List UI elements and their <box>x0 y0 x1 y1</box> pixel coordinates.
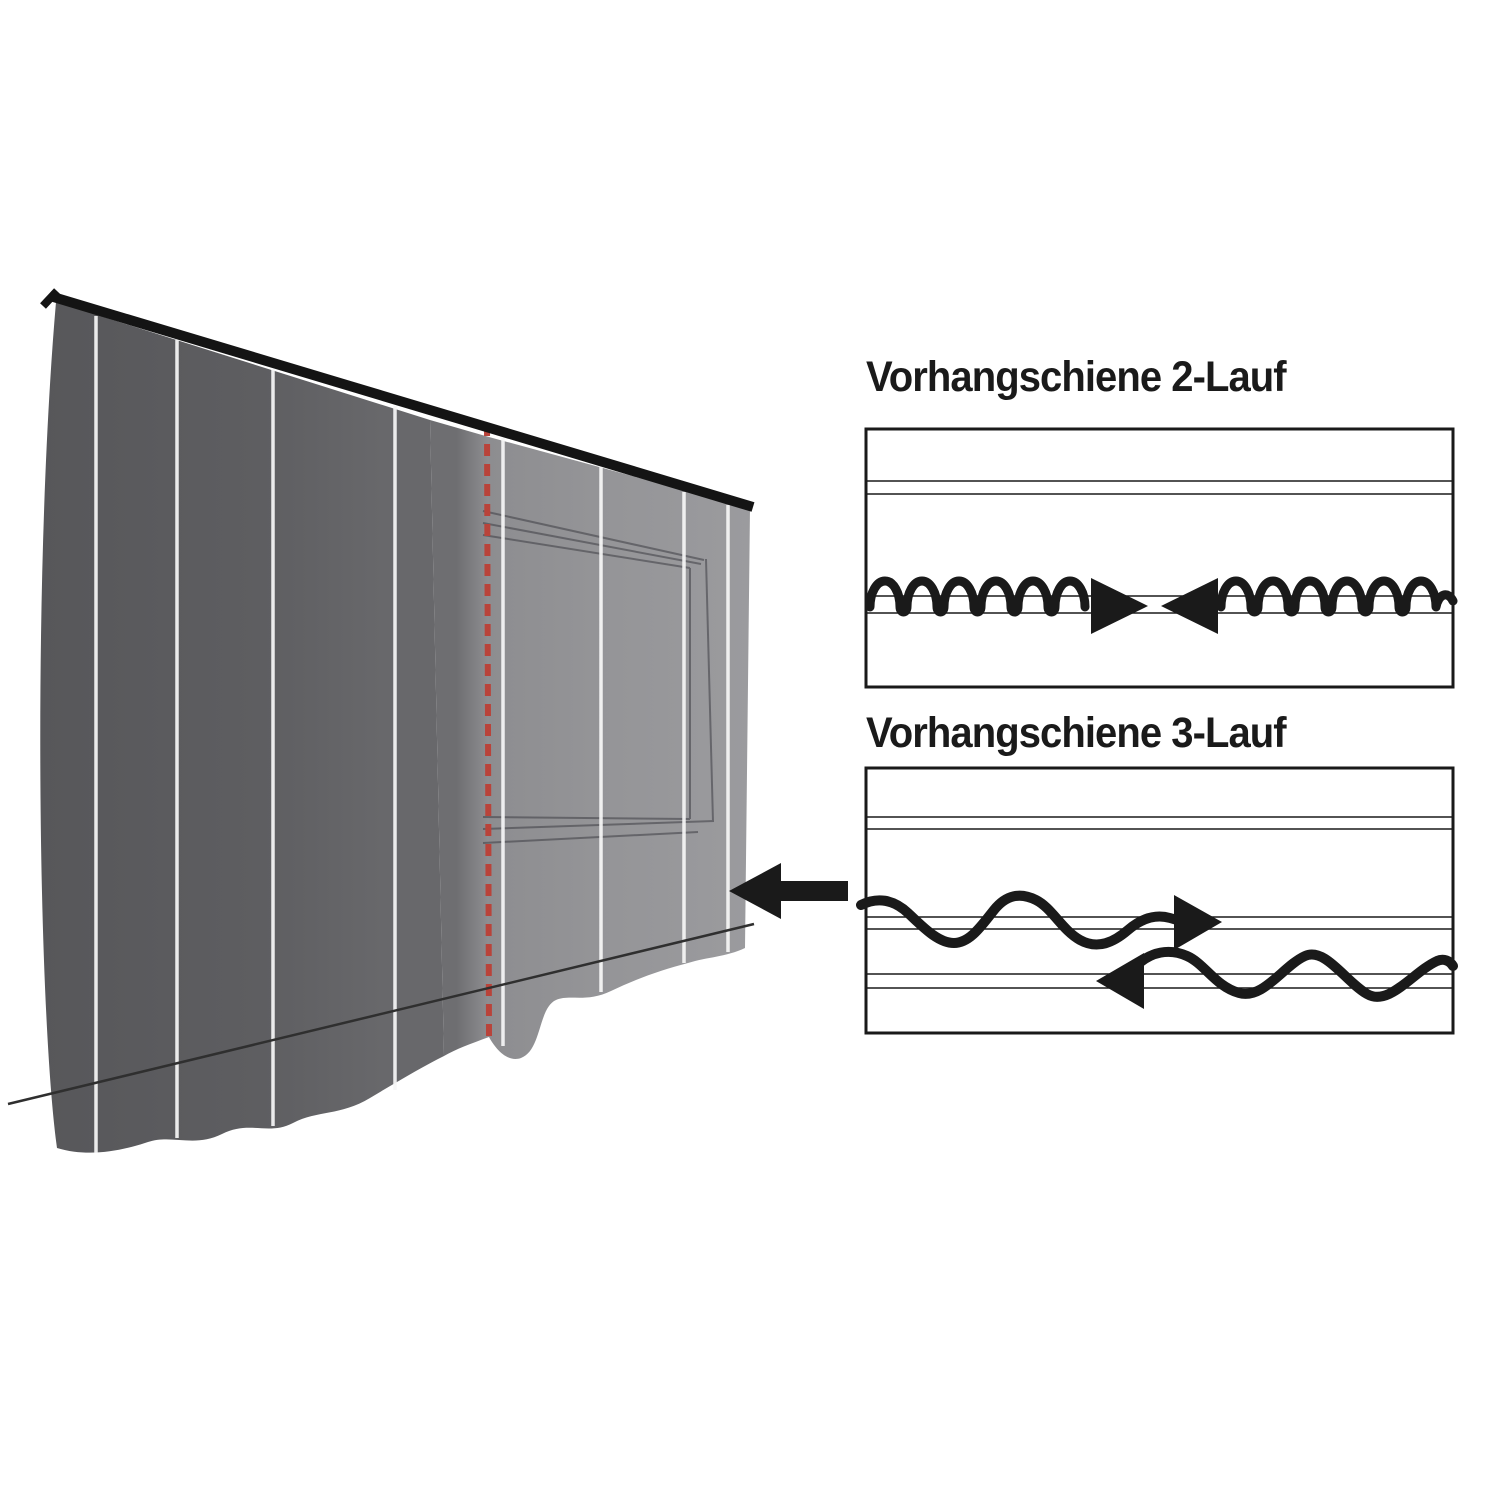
arrow-left-icon <box>729 863 848 919</box>
arrow-left-icon <box>1096 953 1144 1009</box>
curtain-fold-band <box>430 420 489 1056</box>
curtain-rail <box>40 288 755 512</box>
curtain-wave-left <box>865 576 1090 617</box>
curtain-wave-right <box>1216 576 1458 617</box>
dark-curtain-panel <box>40 302 444 1153</box>
arrow-left-icon <box>1161 578 1218 634</box>
curtain-wave-lower <box>1132 946 1458 1002</box>
curtain-fold-lines <box>94 316 730 1153</box>
arrow-right-icon <box>1091 578 1148 634</box>
window-outline <box>482 510 715 844</box>
rail-2-track-title: Vorhangschiene 2-Lauf <box>866 353 1287 401</box>
rail-3-track-diagram <box>856 766 1458 1035</box>
rail-3-track-title: Vorhangschiene 3-Lauf <box>866 709 1287 757</box>
curtain-scene <box>7 288 848 1153</box>
floor-line <box>7 922 755 1106</box>
seam-red-dashed-line <box>484 423 492 1037</box>
arrow-right-icon <box>1174 895 1222 950</box>
curtain-wave-upper <box>856 890 1182 950</box>
rail-2-track-diagram <box>864 427 1458 689</box>
